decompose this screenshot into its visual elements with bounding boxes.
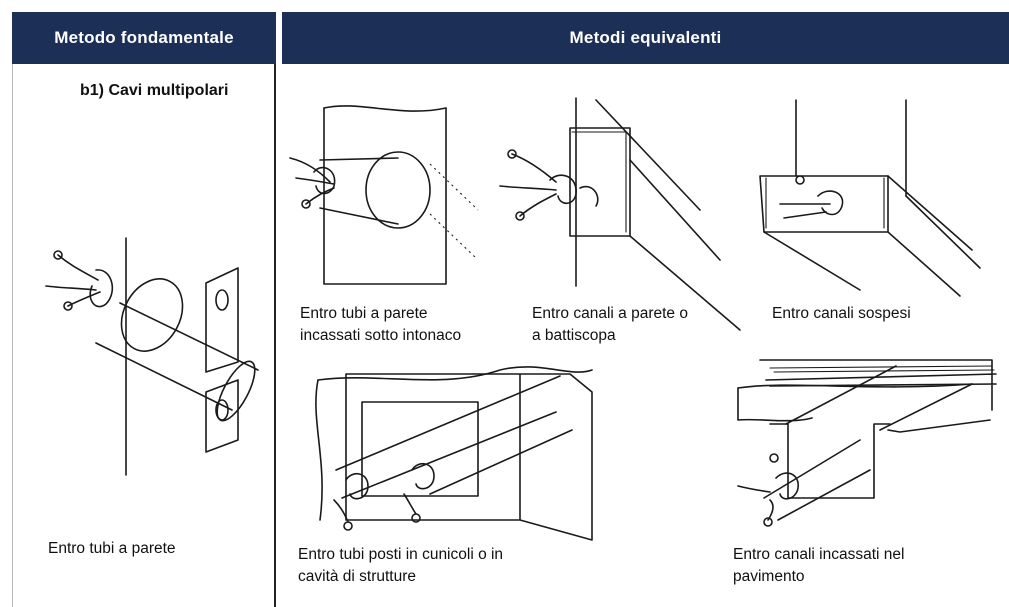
illustration-cavity-conduit <box>315 366 593 541</box>
fundamental-caption: Entro tubi a parete <box>48 540 176 557</box>
illustration-floor-channel <box>737 359 997 527</box>
method-caption-conduit-cavity: Entro tubi posti in cunicoli o in cavità… <box>298 546 504 585</box>
illustration-wall-tube <box>45 237 259 476</box>
table-header: Metodo fondamentale Metodi equivalenti <box>12 12 1009 64</box>
illustration-recessed-tube <box>289 105 479 285</box>
header-fundamental-method: Metodo fondamentale <box>12 12 276 64</box>
fundamental-subtitle: b1) Cavi multipolari <box>80 82 229 99</box>
method-caption-wall-recessed: Entro tubi a parete incassati sotto into… <box>300 305 462 344</box>
header-equivalent-methods: Metodi equivalenti <box>282 12 1009 64</box>
method-caption-wall-channel: Entro canali a parete o a battiscopa <box>532 305 688 344</box>
table-left-border <box>12 64 13 607</box>
illustration-wall-channel <box>499 97 741 331</box>
method-caption-suspended-channel: Entro canali sospesi <box>772 305 911 322</box>
illustration-suspended-channel <box>759 99 981 297</box>
method-caption-floor-channel: Entro canali incassati nel pavimento <box>733 546 905 585</box>
column-divider <box>274 64 276 607</box>
